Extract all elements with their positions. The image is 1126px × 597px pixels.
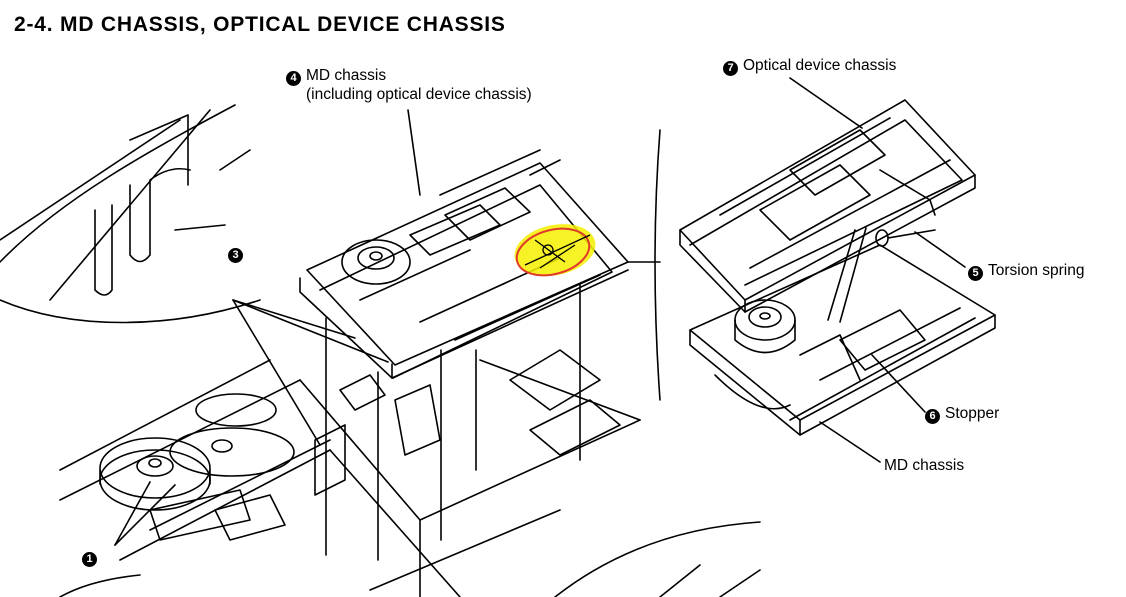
torsion-spring-label: 5 Torsion spring	[968, 262, 1085, 281]
number-1-icon: 1	[82, 552, 97, 567]
stopper-label: 6 Stopper	[925, 405, 999, 424]
md-chassis-label: 4 MD chassis (including optical device ch…	[286, 67, 532, 103]
optical-device-chassis-text: Optical device chassis	[743, 57, 897, 74]
number-7-icon: 7	[723, 61, 738, 76]
md-chassis-text: MD chassis	[306, 67, 387, 84]
md-chassis-subtext: (including optical device chassis)	[306, 86, 532, 103]
optical-device-chassis-label: 7 Optical device chassis	[723, 57, 896, 76]
torsion-spring-text: Torsion spring	[988, 262, 1085, 279]
inset-detail-circle	[0, 104, 261, 324]
part-3-label: 3	[228, 244, 248, 263]
highlight-annotation	[514, 224, 596, 277]
md-chassis-bottom-label: MD chassis	[884, 457, 965, 474]
number-5-icon: 5	[968, 266, 983, 281]
number-6-icon: 6	[925, 409, 940, 424]
number-4-icon: 4	[286, 71, 301, 86]
optical-device-chassis-right	[679, 99, 976, 313]
md-chassis-right	[689, 244, 996, 436]
part-1-label: 1	[82, 548, 102, 567]
stopper-text: Stopper	[945, 405, 1000, 422]
page-title: 2-4. MD CHASSIS, OPTICAL DEVICE CHASSIS	[14, 13, 506, 36]
number-3-icon: 3	[228, 248, 243, 263]
base-chassis	[59, 349, 761, 597]
